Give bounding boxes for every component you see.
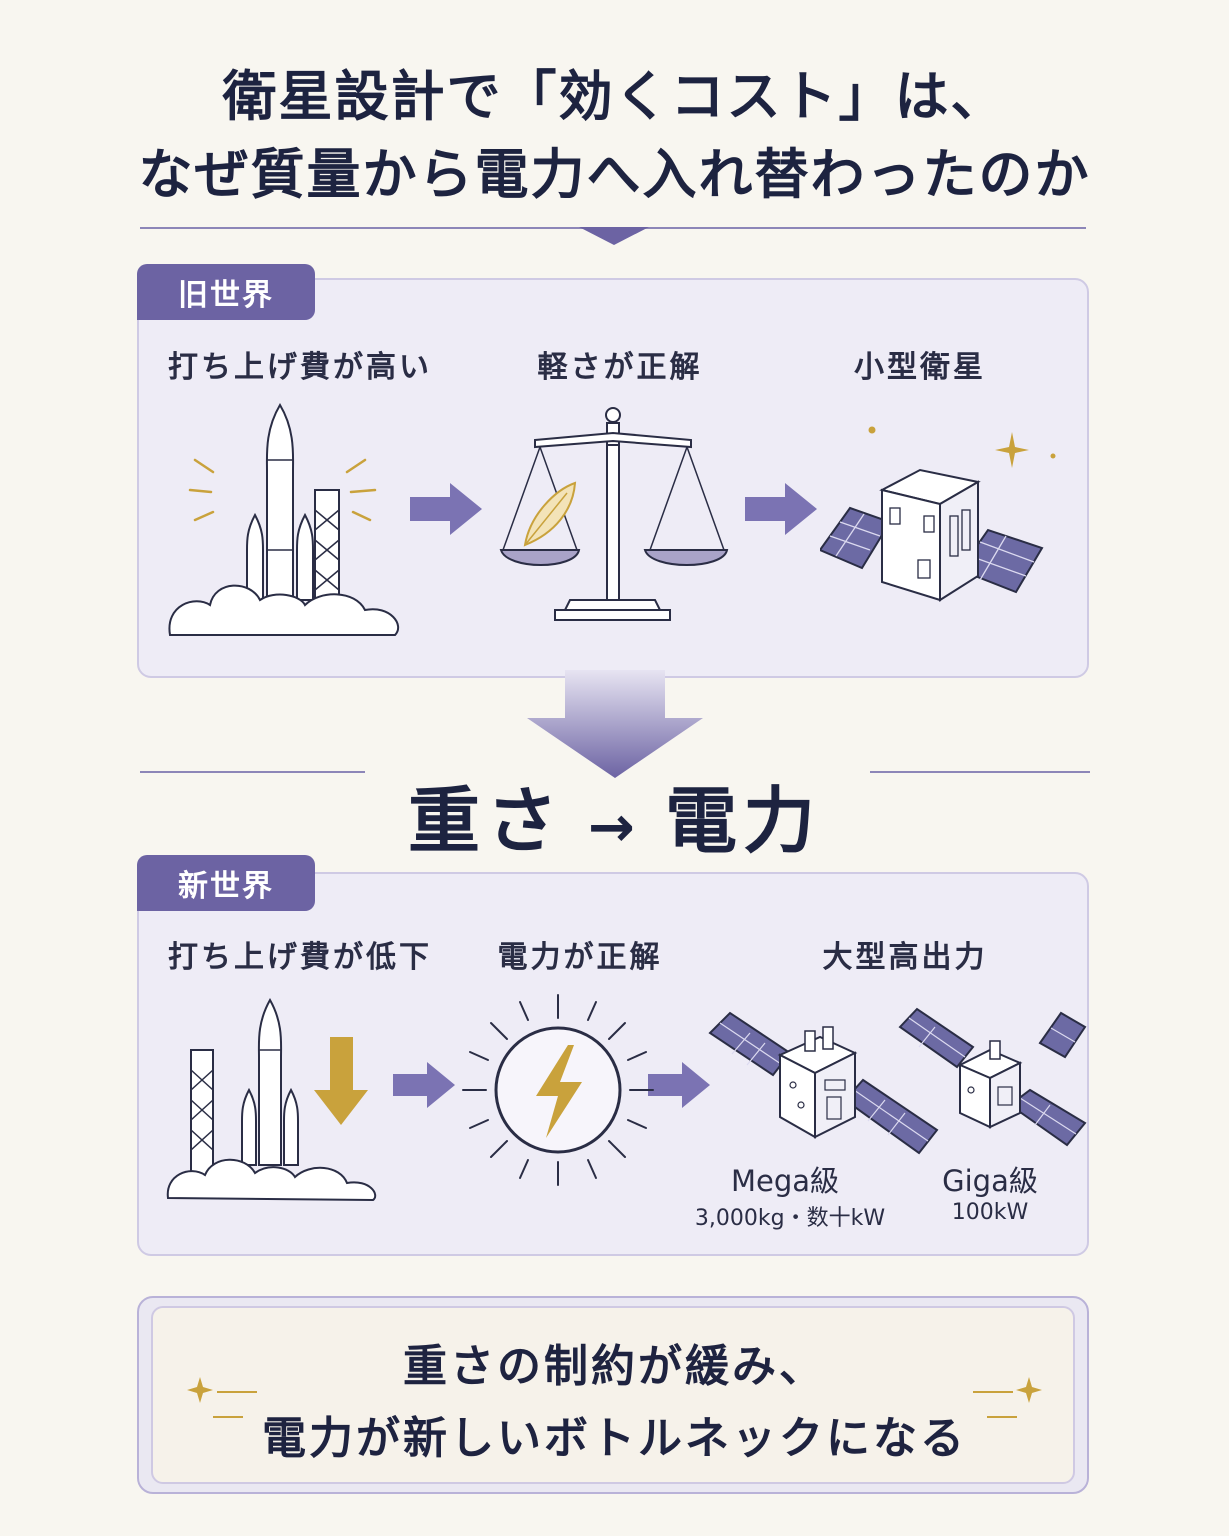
lightning-icon <box>462 994 654 1186</box>
new-step-label-2: 電力が正解 <box>497 940 663 975</box>
rocket-down-icon <box>166 997 377 1202</box>
giga-class-spec: 100kW <box>951 1200 1029 1225</box>
transition-arrow-icon <box>527 670 703 778</box>
transition-from: 重さ <box>408 778 565 863</box>
conclusion-box <box>151 1306 1075 1484</box>
new-step-label-1: 打ち上げ費が低下 <box>168 940 432 975</box>
old-step-label-2: 軽さが正解 <box>537 350 703 385</box>
transition-arrow: → <box>588 794 641 860</box>
mega-class-name: Mega級 <box>730 1164 840 1198</box>
transition-to: 電力 <box>664 778 821 863</box>
divider-notch-icon <box>579 227 649 245</box>
old-step-label-1: 打ち上げ費が高い <box>168 350 432 385</box>
transition-heading: 重さ → 電力 <box>0 762 1229 867</box>
arrow-right-icon <box>410 483 482 535</box>
sparkle-right-icon <box>973 1377 1042 1418</box>
arrow-right-icon <box>745 483 817 535</box>
large-satellite-icon <box>708 1007 1087 1155</box>
arrow-right-icon <box>648 1062 710 1108</box>
old-world-tag: 旧世界 <box>137 264 315 320</box>
transition-divider-right <box>870 771 1090 773</box>
new-world-tag: 新世界 <box>137 855 315 911</box>
conclusion-line2: 電力が新しいボトルネックになる <box>262 1413 967 1464</box>
page-title-line1: 衛星設計で「効くコスト」は、 <box>222 64 1007 128</box>
arrow-right-icon <box>393 1062 455 1108</box>
giga-class-name: Giga級 <box>942 1164 1038 1198</box>
mega-class-spec: 3,000kg・数十kW <box>694 1206 886 1231</box>
rocket-icon <box>168 403 400 636</box>
balance-scale-icon <box>499 407 729 621</box>
page-title-line2: なぜ質量から電力へ入れ替わったのか <box>138 142 1091 206</box>
new-step-label-3: 大型高出力 <box>822 940 988 975</box>
transition-divider-left <box>140 771 365 773</box>
sparkle-left-icon <box>187 1377 257 1418</box>
small-satellite-icon <box>820 426 1056 602</box>
old-step-label-3: 小型衛星 <box>854 350 986 385</box>
conclusion-line1: 重さの制約が緩み、 <box>403 1341 826 1392</box>
